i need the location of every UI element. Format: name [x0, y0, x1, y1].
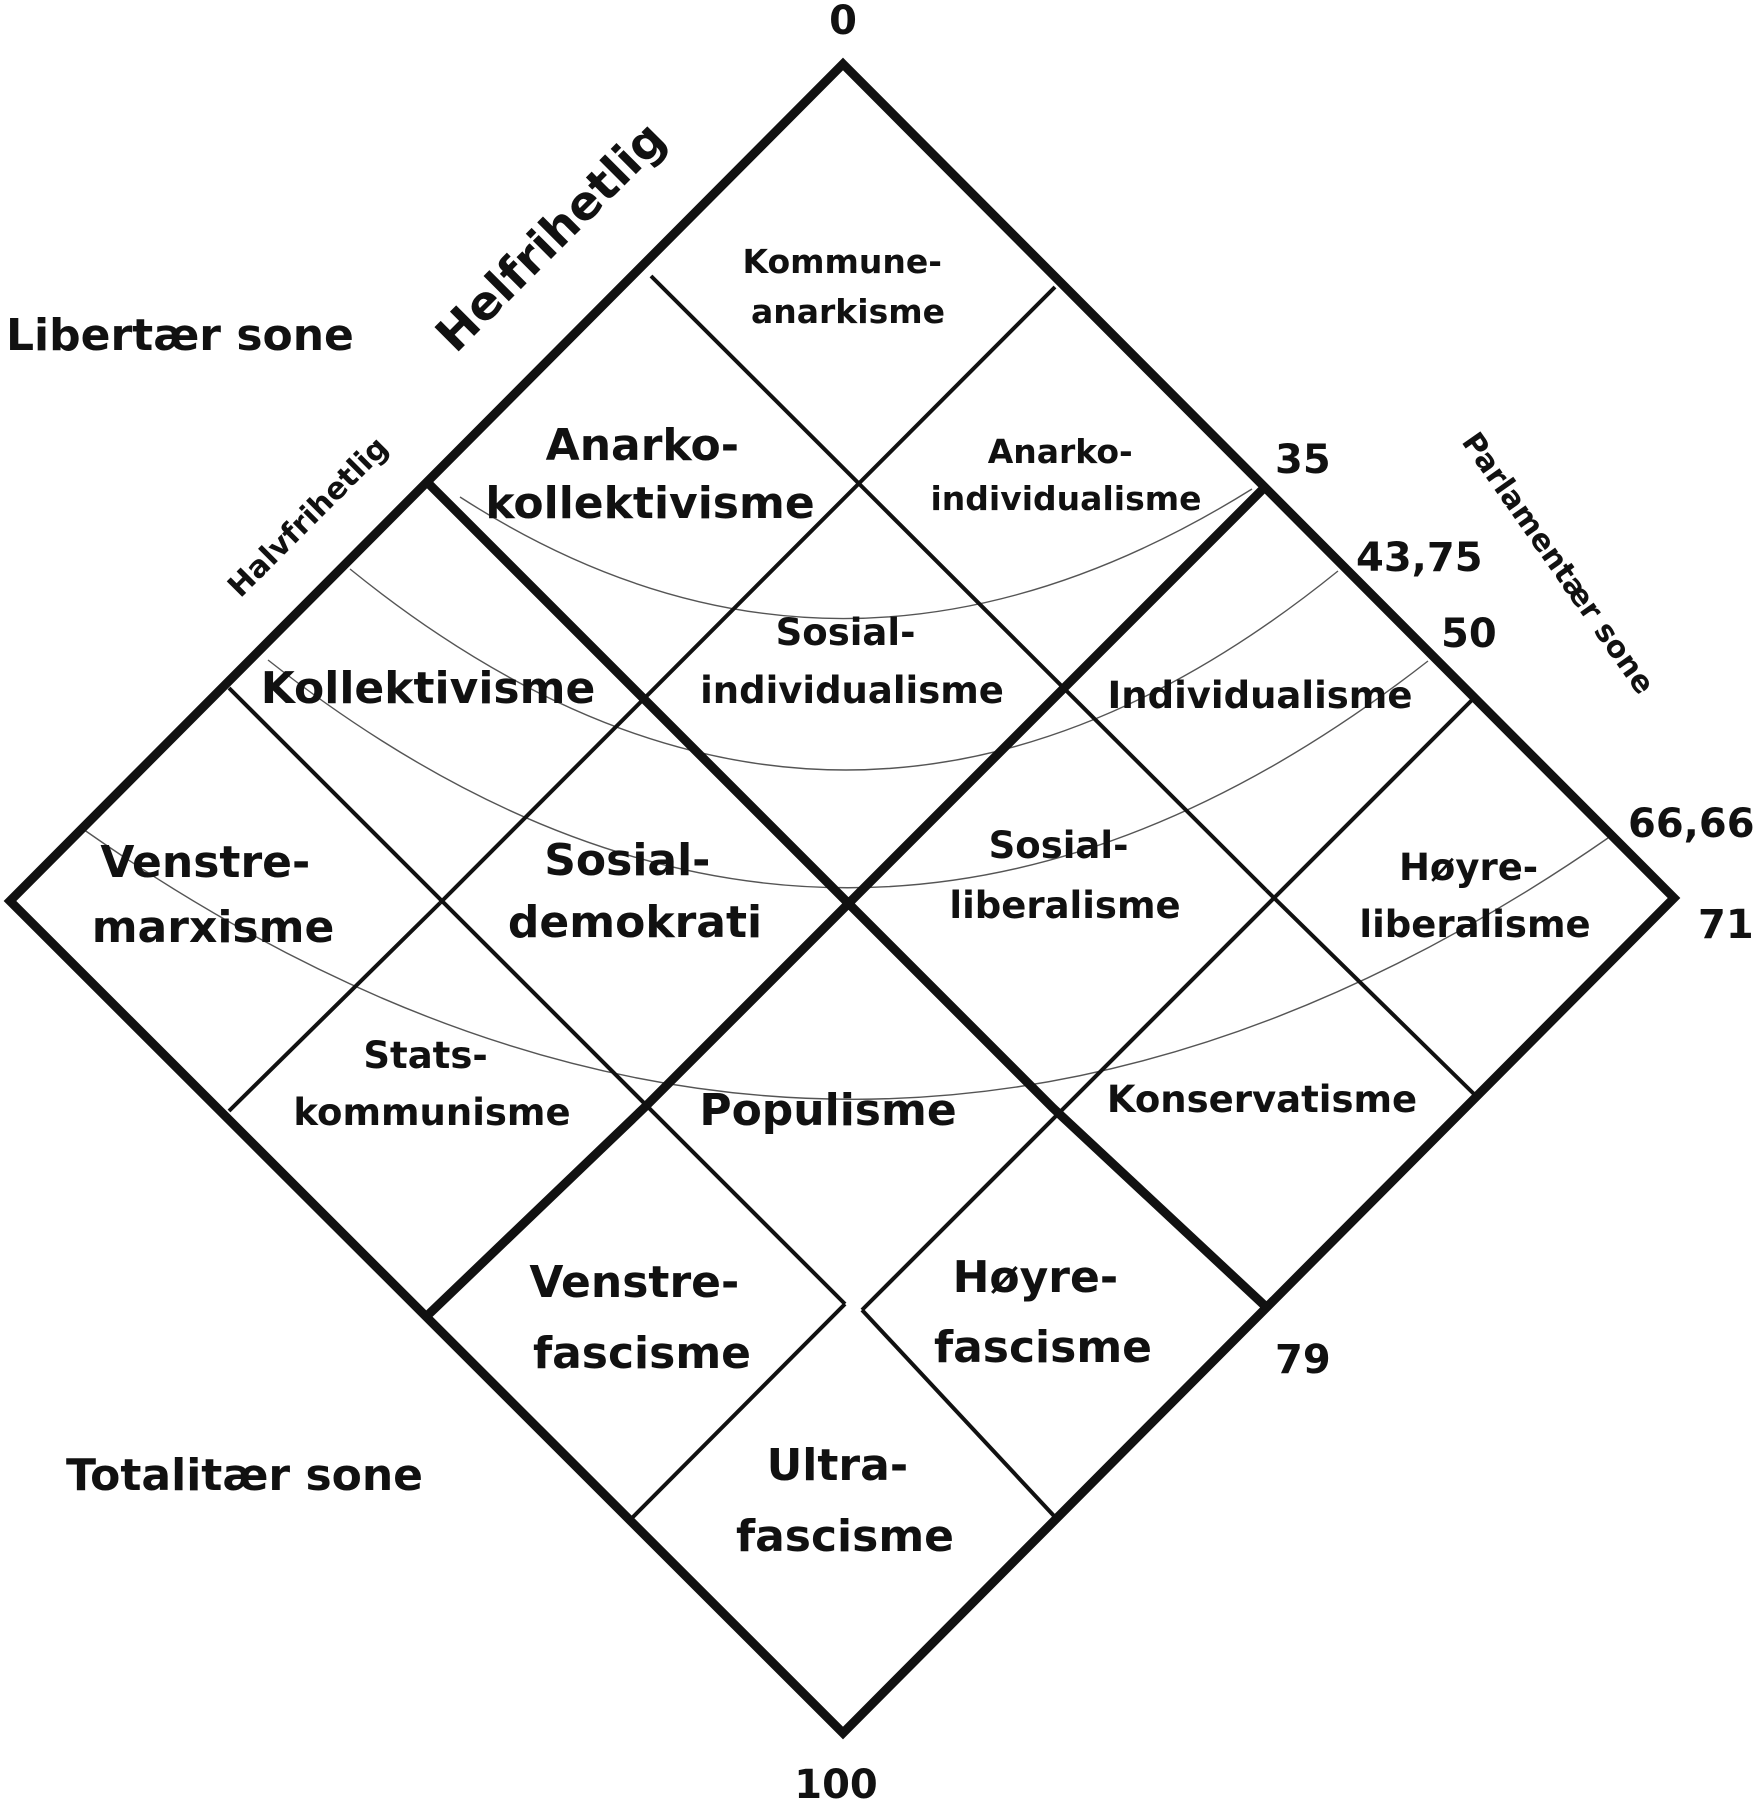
grid-line [1264, 888, 1477, 1097]
grid-line [438, 285, 1057, 905]
arc-4 [79, 826, 1609, 1100]
scale-50: 50 [1441, 611, 1497, 657]
scale-35: 35 [1275, 437, 1331, 483]
arc-3 [267, 659, 1429, 889]
cell-sosialdemokrati: Sosial- demokrati [508, 835, 762, 948]
cell-kommuneanarkisme: Kommune- anarkisme [743, 242, 954, 331]
scale-66-66: 66,66 [1628, 801, 1755, 847]
cell-kollektivisme: Kollektivisme [261, 663, 596, 714]
scale-71: 71 [1698, 902, 1754, 948]
half-freedom-axis-label: Halvfrihetlig [221, 430, 395, 604]
cell-sosialliberalisme: Sosial- liberalisme [949, 824, 1180, 927]
cell-ultrafascisme: Ultra- fascisme [736, 1440, 954, 1562]
scale-values: 0 100 35 43,75 50 66,66 71 79 [794, 0, 1754, 1801]
grid-line [860, 695, 1477, 1312]
scale-bottom: 100 [794, 1762, 878, 1801]
grid-line [227, 901, 442, 1113]
arc-1 [459, 488, 1253, 620]
cell-sosialindividualisme: Sosial- individualisme [700, 611, 1004, 712]
guide-arcs [79, 488, 1609, 1100]
parliamentary-zone-label: Parlamentær sone [1454, 426, 1661, 701]
scale-top: 0 [829, 0, 857, 44]
grid-lines [227, 274, 1477, 1522]
thick-borders [3, 57, 1681, 1740]
scale-79: 79 [1275, 1337, 1331, 1383]
full-freedom-axis-label: Helfrihetlig [425, 111, 677, 363]
cell-venstremarxisme: Venstre- marxisme [92, 837, 335, 953]
libertarian-zone-label: Libertær sone [6, 310, 354, 361]
cell-anarkokollektivisme: Anarko- kollektivisme [485, 420, 814, 529]
cell-populisme: Populisme [699, 1085, 956, 1136]
cell-statskommunisme: Stats- kommunisme [293, 1034, 570, 1134]
arc-2 [349, 568, 1339, 771]
outer-diamond [3, 57, 1681, 1740]
cell-hoyrefascisme: Høyre- fascisme [934, 1252, 1152, 1373]
grid-line [649, 274, 1268, 892]
parliamentary-zone-border [423, 483, 1269, 1320]
grid-line [227, 686, 847, 1306]
grid-line [628, 1302, 847, 1522]
scale-43-75: 43,75 [1356, 535, 1483, 581]
totalitarian-zone-label: Totalitær sone [66, 1450, 423, 1501]
cell-venstrefascisme: Venstre- fascisme [529, 1257, 754, 1379]
cell-labels: Kommune- anarkisme Anarko- kollektivisme… [92, 242, 1591, 1562]
grid-line [860, 1308, 1057, 1519]
parliamentary-zone-border [426, 481, 1271, 1312]
cell-anarkoindividualisme: Anarko- individualisme [931, 432, 1202, 518]
cell-hoyreliberalisme: Høyre- liberalisme [1359, 846, 1590, 946]
cell-individualisme: Individualisme [1108, 674, 1413, 717]
cell-konservatisme: Konservatisme [1107, 1078, 1417, 1121]
